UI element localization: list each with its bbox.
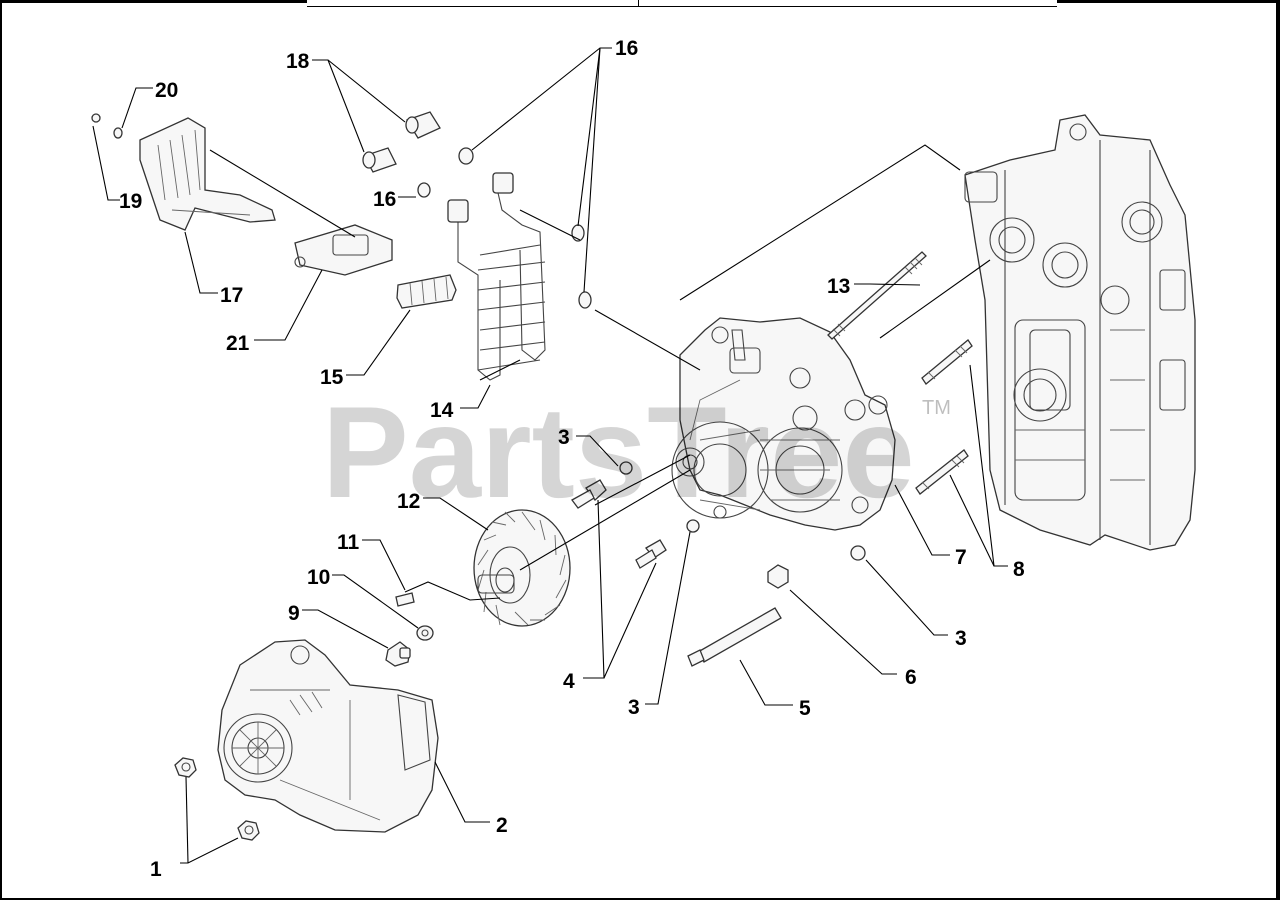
cooling-fan-drawing [473, 509, 571, 627]
transaxle-housing-drawing [964, 114, 1196, 551]
callout-7: 7 [955, 546, 967, 569]
callout-labels: 1 2 3 3 3 4 5 6 7 8 9 10 11 12 13 14 15 … [119, 37, 1025, 881]
callout-3-right: 3 [955, 627, 967, 650]
watermark-trademark: TM [922, 397, 951, 419]
callout-19: 19 [119, 190, 142, 213]
studs-drawing [827, 251, 973, 495]
fittings-drawing [571, 461, 866, 667]
top-header-strip [307, 0, 1057, 7]
callout-8: 8 [1013, 558, 1025, 581]
leader-lines [92, 47, 1008, 864]
callout-13: 13 [827, 275, 850, 298]
fan-cover-drawing [217, 639, 439, 833]
callout-2: 2 [496, 814, 508, 837]
callout-6: 6 [905, 666, 917, 689]
hydro-pump-body-drawing [671, 317, 896, 531]
callout-18: 18 [286, 50, 310, 73]
callout-1: 1 [150, 858, 162, 881]
callout-17: 17 [220, 284, 243, 307]
callout-3-bottom: 3 [628, 696, 640, 719]
callout-21: 21 [226, 332, 250, 355]
callout-11: 11 [337, 531, 360, 554]
callout-14: 14 [430, 399, 454, 422]
hydraulic-lines-drawing [447, 172, 546, 381]
callout-20: 20 [155, 79, 178, 102]
partstree-watermark: PartsTree TM [322, 379, 951, 525]
nuts-drawing [174, 757, 260, 841]
callout-3-upper: 3 [558, 426, 570, 449]
callout-16-lower: 16 [373, 188, 396, 211]
callout-15: 15 [320, 366, 344, 389]
watermark-brand: PartsTree [322, 379, 915, 525]
callout-9: 9 [288, 602, 300, 625]
top-header-divider [638, 0, 639, 6]
small-hardware-drawing [385, 592, 434, 667]
callout-10: 10 [307, 566, 330, 589]
line-fittings-drawing [362, 111, 592, 309]
callout-12: 12 [397, 490, 420, 513]
callout-16-upper: 16 [615, 37, 638, 60]
callout-5: 5 [799, 697, 811, 720]
callout-4: 4 [563, 670, 575, 693]
bracket-assembly-drawing [91, 113, 457, 309]
